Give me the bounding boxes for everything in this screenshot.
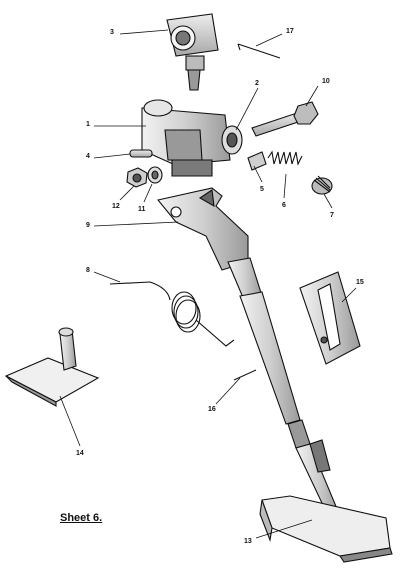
callout-16: 16 [208, 406, 216, 413]
callout-12: 12 [112, 203, 120, 210]
part-11-washer [147, 166, 163, 184]
callout-8: 8 [86, 267, 90, 274]
part-16-roll-pin [233, 369, 257, 381]
part-17-hex-key [237, 43, 281, 59]
part-13-foot-plate [259, 495, 393, 563]
callout-1: 1 [86, 121, 90, 128]
callout-10: 10 [322, 78, 330, 85]
callout-14: 14 [76, 450, 84, 457]
part-5-plunger [247, 151, 267, 171]
callout-11: 11 [138, 206, 146, 213]
callout-7: 7 [330, 212, 334, 219]
part-10-bolt [251, 101, 319, 137]
part-15-plate [299, 271, 361, 365]
callout-13: 13 [244, 538, 252, 545]
callout-4: 4 [86, 153, 90, 160]
part-6-spring [267, 150, 303, 166]
part-2-bush [221, 125, 243, 155]
column-shaft [227, 257, 341, 521]
sheet-label: Sheet 6. [60, 512, 103, 524]
part-8-torsion-spring [109, 281, 235, 347]
part-12-nut [126, 167, 148, 188]
callout-15: 15 [356, 279, 364, 286]
part-14-bracket [4, 327, 100, 407]
part-4-pin [129, 149, 153, 158]
callout-2: 2 [255, 80, 259, 87]
part-3-swivel-block [166, 13, 219, 91]
part-1-main-housing [141, 99, 231, 177]
leader-lines [59, 29, 357, 539]
callout-6: 6 [282, 202, 286, 209]
part-9-fork-head [157, 187, 249, 271]
callout-9: 9 [86, 222, 90, 229]
callout-17: 17 [286, 28, 294, 35]
part-7-grub-screw [311, 175, 333, 195]
callout-3: 3 [110, 29, 114, 36]
callout-5: 5 [260, 186, 264, 193]
